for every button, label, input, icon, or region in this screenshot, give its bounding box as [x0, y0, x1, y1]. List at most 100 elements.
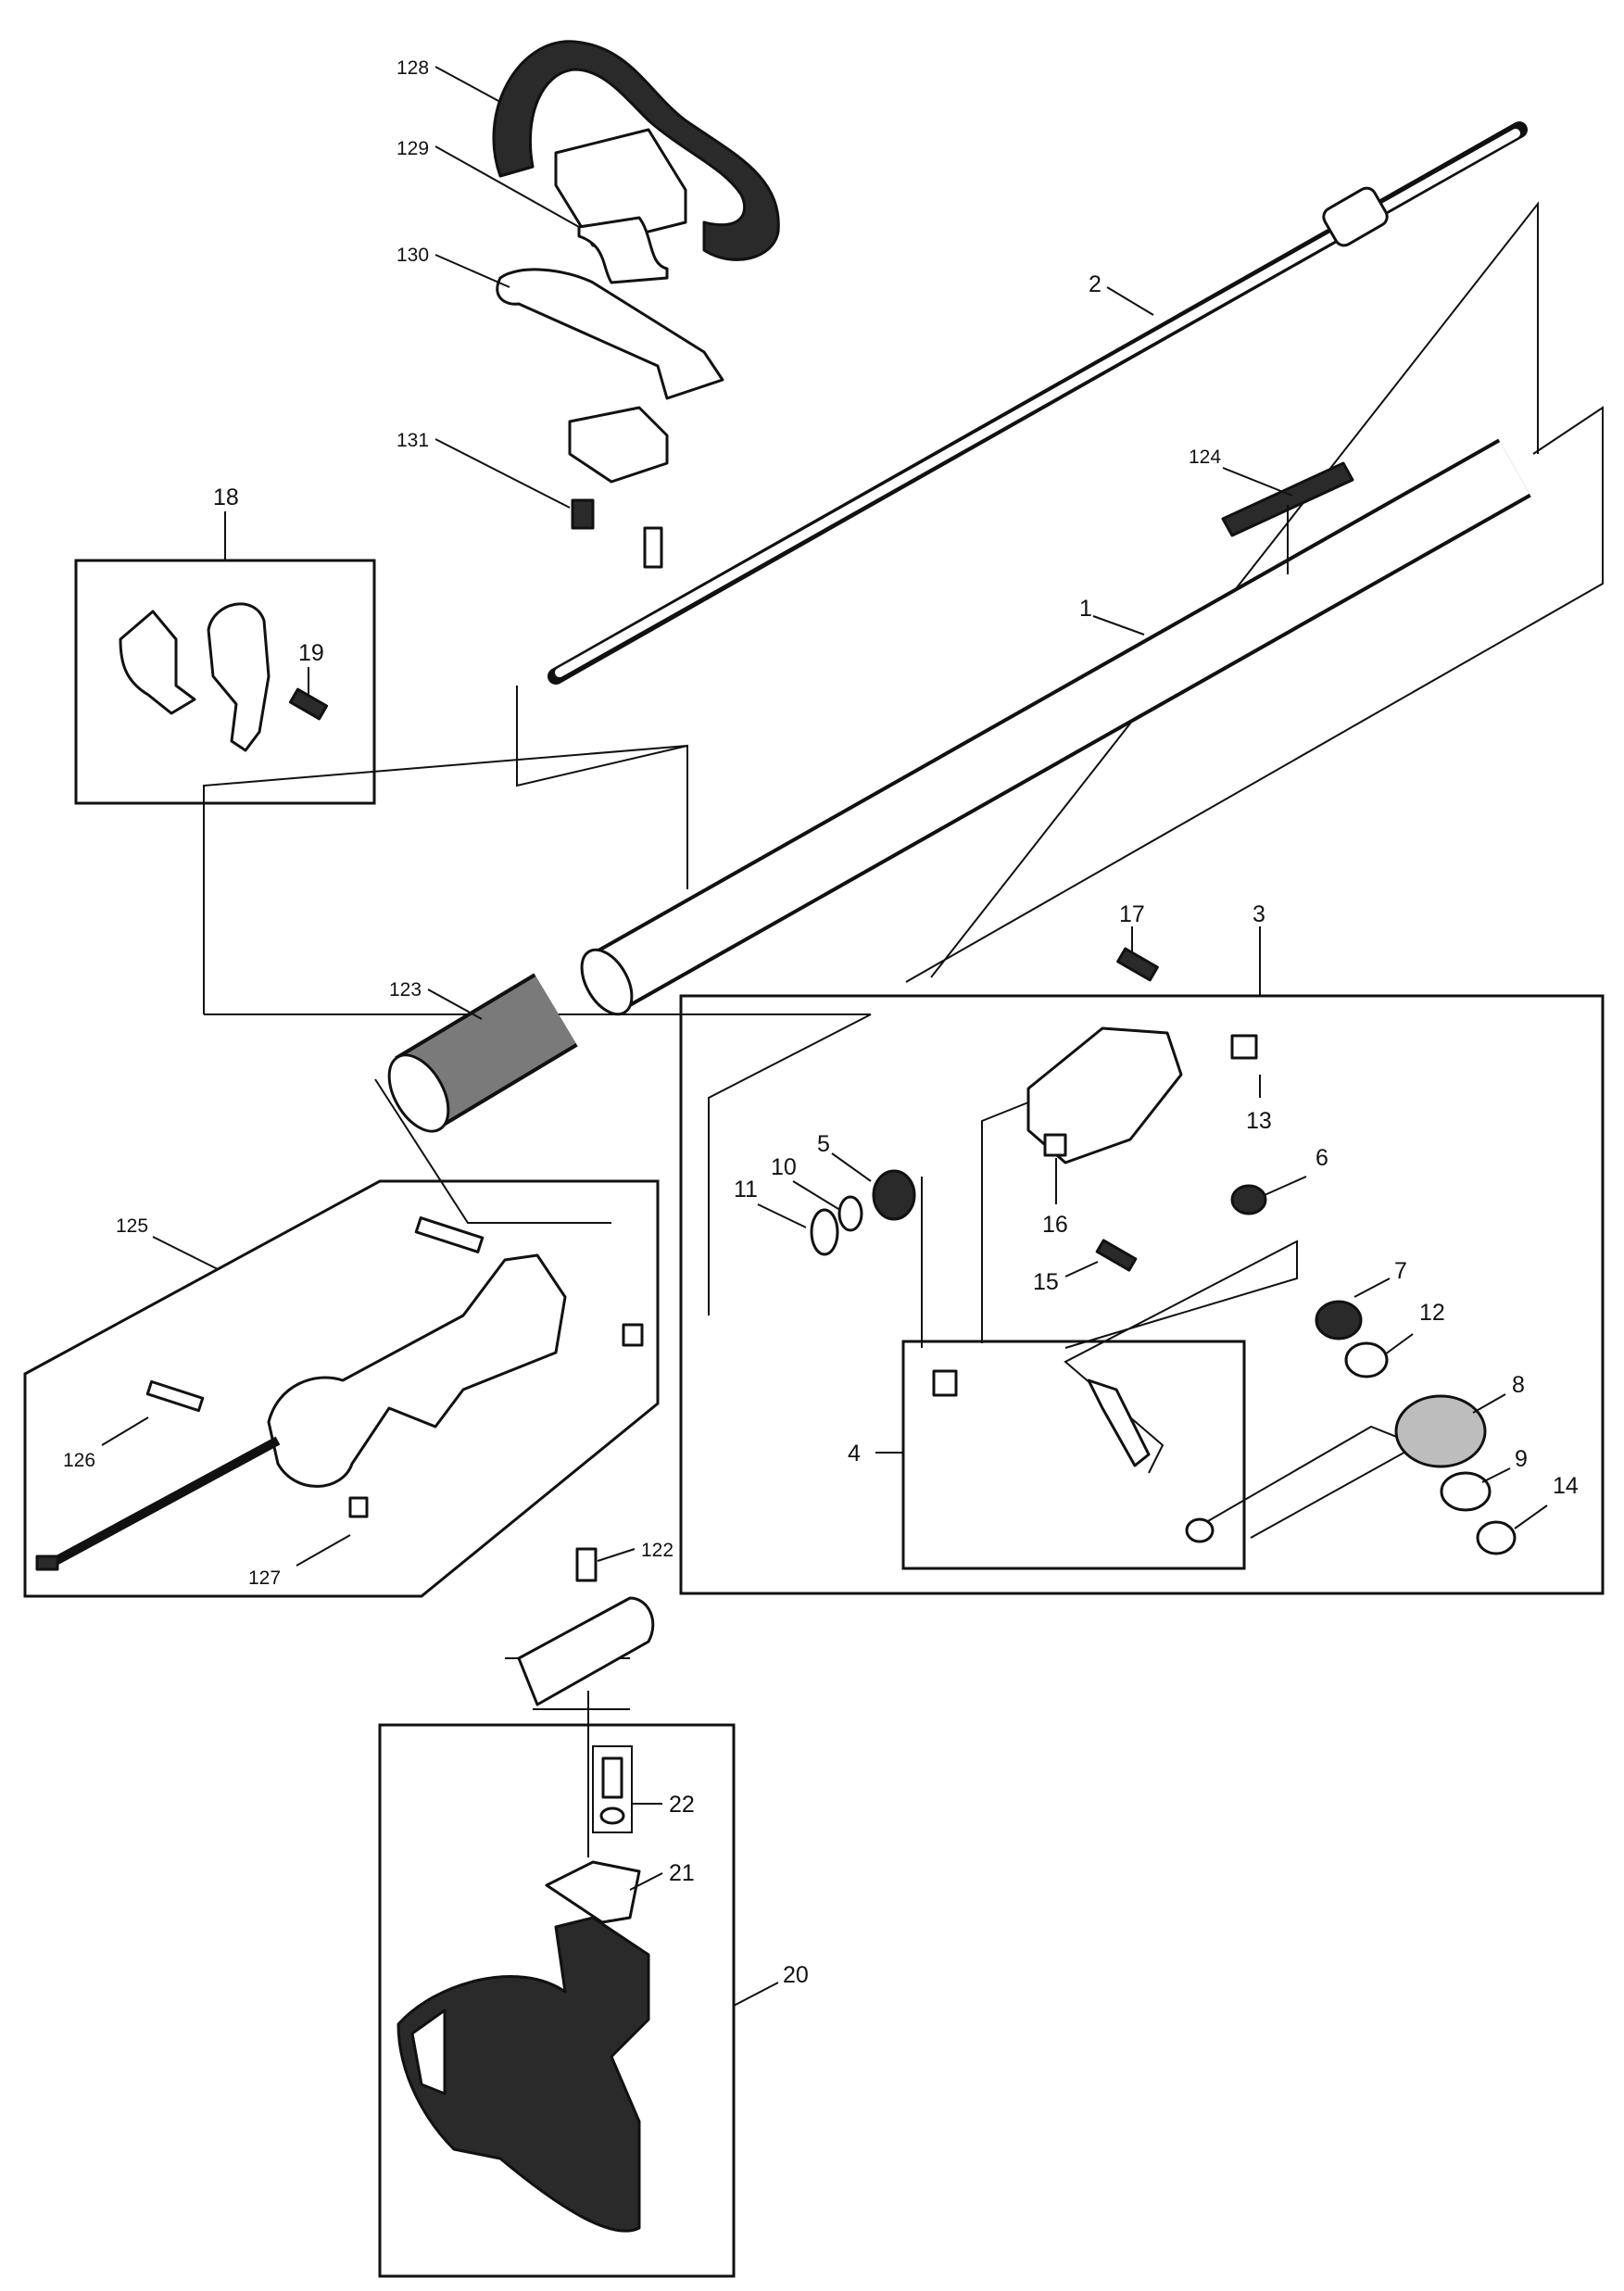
screw-22 [601, 1756, 623, 1799]
cable-end [35, 1555, 59, 1571]
tube-end-opening [580, 948, 634, 1016]
callout-125: 125 [116, 1215, 148, 1237]
grip-sleeve-opening [387, 1053, 450, 1133]
pinion-4 [1087, 1378, 1151, 1467]
handle-base-130 [568, 406, 669, 484]
callout-2: 2 [1089, 271, 1102, 297]
leader-124 [1222, 467, 1293, 497]
hanger-bracket-18 [119, 610, 196, 715]
screw-125 [414, 1216, 485, 1253]
leader-12 [1384, 1333, 1414, 1355]
leader-127 [296, 1534, 351, 1567]
label-124 [1221, 461, 1354, 537]
callout-12: 12 [1419, 1300, 1445, 1326]
leader-14 [1514, 1504, 1548, 1529]
callout-13: 13 [1246, 1108, 1272, 1134]
nut-14 [1476, 1520, 1517, 1555]
callout-6: 6 [1316, 1145, 1328, 1171]
callout-20: 20 [783, 1962, 809, 1988]
leader-129 [434, 145, 580, 228]
callout-16: 16 [1042, 1212, 1068, 1238]
handle-bracket-upper [554, 128, 687, 247]
throttle-cable [53, 1436, 281, 1566]
leader-10 [792, 1180, 839, 1210]
leader-9 [1481, 1467, 1511, 1483]
callout-122: 122 [641, 1540, 674, 1561]
screw-19 [288, 687, 329, 721]
guard-arrow-panel [410, 2008, 447, 2096]
callout-10: 10 [771, 1154, 797, 1180]
bolt-13 [1230, 1034, 1258, 1060]
clamp-129 [577, 216, 669, 284]
leader-7 [1353, 1278, 1391, 1298]
handle-grip-128 [492, 40, 780, 261]
leader-21 [629, 1872, 663, 1891]
circlip-12 [1344, 1341, 1389, 1378]
inset-box-4 [901, 1340, 1246, 1570]
leader-8 [1472, 1393, 1506, 1414]
bolt-126 [145, 1379, 205, 1413]
throttle-housing-125 [267, 1253, 567, 1488]
bolt-15 [1095, 1239, 1138, 1272]
inset-box-3 [679, 994, 1605, 1595]
callout-129: 129 [397, 138, 429, 159]
bearing-5 [872, 1169, 916, 1221]
alignment-line-gear [1194, 1425, 1420, 1539]
inset-box-20 [378, 1723, 736, 2278]
bolt-131 [571, 498, 595, 530]
bearing-7 [1315, 1300, 1363, 1341]
washer-22 [599, 1806, 625, 1825]
inset-box-125 [23, 1179, 660, 1598]
callout-1: 1 [1079, 596, 1092, 622]
alignment-line-3 [708, 1013, 872, 1315]
washer-9 [1440, 1471, 1492, 1512]
alignment-line-125 [374, 1078, 611, 1224]
bolt-17 [1116, 947, 1159, 982]
leader-130 [434, 254, 510, 288]
callout-131: 131 [397, 430, 429, 451]
ring-10 [837, 1195, 863, 1232]
nut-16 [1043, 1133, 1067, 1157]
callout-126: 126 [63, 1450, 95, 1471]
leader-5 [831, 1152, 872, 1182]
leader-15 [1064, 1261, 1099, 1278]
callout-124: 124 [1189, 447, 1221, 468]
screw-set-box-22 [592, 1745, 633, 1833]
circlip-11 [810, 1208, 839, 1256]
callout-123: 123 [389, 979, 422, 1001]
bracket-21 [545, 1860, 641, 1924]
callout-3: 3 [1253, 901, 1265, 927]
leader-1 [1092, 615, 1145, 636]
alignment-line-shaft [516, 686, 688, 889]
callout-4: 4 [848, 1441, 861, 1466]
callout-128: 128 [397, 57, 429, 79]
leader-125 [152, 1236, 219, 1270]
bolt-131-b [643, 526, 663, 569]
callout-8: 8 [1512, 1372, 1525, 1398]
nut-4 [1185, 1517, 1215, 1543]
callout-21: 21 [669, 1860, 695, 1886]
callout-9: 9 [1515, 1446, 1528, 1472]
gear-8 [1394, 1394, 1487, 1468]
hanger-ring-18 [207, 602, 271, 752]
leader-6 [1264, 1176, 1307, 1196]
handle-130 [496, 268, 724, 400]
nut-125 [622, 1323, 644, 1347]
bolt-4 [932, 1369, 958, 1397]
alignment-line-head [981, 1101, 1029, 1343]
tube-end-122 [517, 1596, 655, 1706]
callout-7: 7 [1394, 1258, 1407, 1284]
leader-123 [427, 988, 483, 1020]
bearing-6 [1230, 1184, 1267, 1215]
callout-22: 22 [669, 1792, 695, 1818]
shaft-bushing [1322, 186, 1389, 247]
callout-19: 19 [298, 640, 324, 666]
leader-11 [757, 1203, 807, 1228]
gear-head-3 [1026, 1026, 1183, 1164]
callout-5: 5 [817, 1131, 830, 1157]
callout-127: 127 [248, 1567, 281, 1589]
leader-2 [1106, 286, 1154, 316]
alignment-line-bearings [1064, 1240, 1298, 1474]
callout-18: 18 [213, 485, 239, 510]
